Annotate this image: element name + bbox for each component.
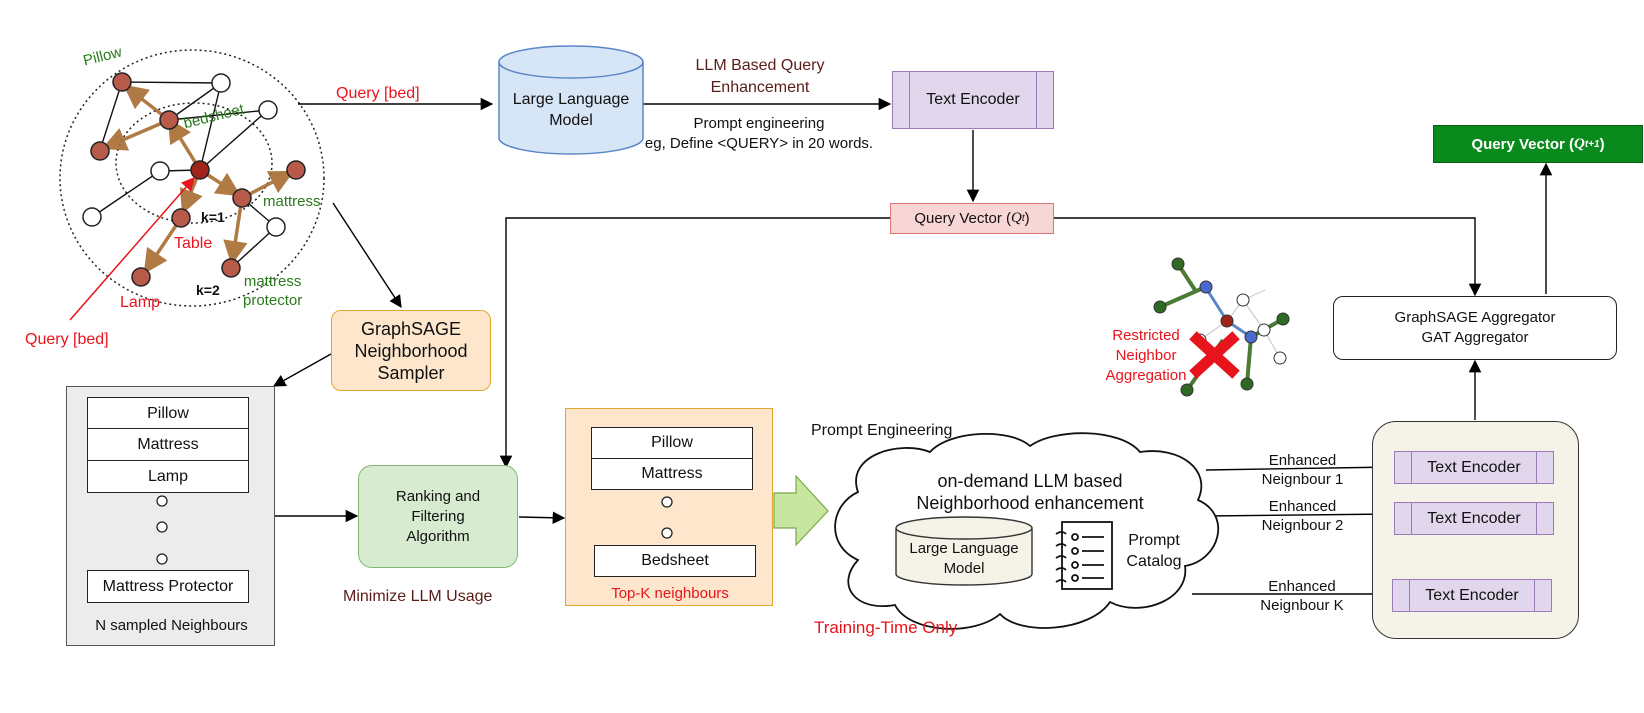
ranking-line2: Filtering	[411, 507, 465, 525]
outer-hop-ring	[59, 49, 325, 307]
topk-item-last: Bedsheet	[594, 545, 756, 577]
prompt-engineering-note: Prompt engineering eg, Define <QUERY> in…	[628, 114, 890, 154]
prompt-panel-title: Prompt Engineering	[811, 422, 953, 439]
restricted-aggregation-graph	[1153, 257, 1290, 397]
topk-item: Mattress	[591, 458, 753, 490]
llm-cylinder	[498, 45, 644, 155]
restricted-line3: Aggregation	[1105, 367, 1187, 384]
prompt-catalog-label: Prompt Catalog	[1114, 530, 1194, 572]
enh2-line1: Enhanced	[1268, 498, 1337, 515]
enh1-line2: Neignbour 1	[1261, 471, 1344, 488]
enhancement-title-line1: LLM Based Query	[695, 57, 825, 74]
ellipsis-dots	[156, 495, 168, 565]
graph-node	[131, 267, 151, 287]
connectors	[272, 97, 1553, 601]
notebook-icon	[1055, 521, 1113, 590]
text-encoder-query: Text Encoder	[892, 71, 1054, 129]
enhanced-neighbour-1-label: Enhanced Neignbour 1	[1250, 451, 1355, 489]
text-encoder-neighbour-k: Text Encoder	[1392, 579, 1552, 612]
cloud-title-line1: on-demand LLM based	[937, 471, 1123, 491]
enhancement-title-line2: Enhancement	[710, 79, 810, 96]
text-encoder-neighbour-2: Text Encoder	[1394, 502, 1554, 535]
text-encoder-neighbour-1: Text Encoder	[1394, 451, 1554, 484]
sampler-line3: Sampler	[377, 362, 445, 383]
query-vector-t1-label: Query Vector (	[1471, 135, 1574, 153]
label-lamp: Lamp	[120, 294, 161, 311]
enh2-line2: Neignbour 2	[1261, 517, 1344, 534]
graphsage-sampler: GraphSAGE Neighborhood Sampler	[331, 310, 491, 391]
ranking-line1: Ranking and	[395, 487, 481, 505]
aggregator-line2: GAT Aggregator	[1421, 329, 1529, 346]
graph-node	[266, 217, 286, 237]
cloud-title-line2: Neighborhood enhancement	[916, 493, 1144, 513]
sampled-item-last: Mattress Protector	[87, 570, 249, 603]
sampler-line1: GraphSAGE	[360, 318, 462, 339]
prompt-note-line1: Prompt engineering	[693, 115, 825, 132]
sampled-neighbours-panel: Pillow Mattress Lamp Mattress Protector …	[66, 386, 275, 646]
ranking-filtering-box: Ranking and Filtering Algorithm	[358, 465, 518, 568]
aggregator-line1: GraphSAGE Aggregator	[1394, 309, 1556, 326]
graph-node	[211, 73, 231, 93]
graph-node	[150, 161, 170, 181]
catalog-line2: Catalog	[1126, 553, 1182, 570]
catalog-line1: Prompt	[1128, 532, 1180, 549]
enhanced-neighbour-k-label: Enhanced Neignbour K	[1247, 577, 1357, 615]
restricted-line2: Neighbor	[1115, 347, 1177, 364]
label-mattress-protector: mattress protector	[243, 272, 302, 310]
graph-node-query	[190, 160, 210, 180]
ranking-caption: Minimize LLM Usage	[343, 588, 493, 605]
restricted-line1: Restricted	[1112, 327, 1180, 344]
label-mattress: mattress	[263, 193, 321, 210]
cross-mark	[1189, 331, 1240, 379]
topk-ellipsis	[661, 496, 673, 539]
enhancement-title: LLM Based Query Enhancement	[660, 55, 860, 99]
query-arrow-label: Query [bed]	[336, 85, 420, 102]
sampled-caption: N sampled Neighbours	[95, 617, 248, 634]
topk-panel: Pillow Mattress Bedsheet Top-K neighbour…	[565, 408, 773, 606]
graph-node	[171, 208, 191, 228]
neighborhood-graph	[59, 49, 325, 321]
enhanced-neighbour-2-label: Enhanced Neignbour 2	[1250, 497, 1355, 535]
sampler-line2: Neighborhood	[354, 340, 468, 361]
flow-arrow	[773, 474, 829, 547]
label-mattress-protector-line2: protector	[243, 292, 303, 309]
query-vector-t-label: Query Vector (	[914, 210, 1012, 227]
sampled-item: Lamp	[87, 460, 249, 493]
llm-label: Large Language Model	[499, 84, 643, 136]
cloud-llm-line1: Large Language	[909, 540, 1019, 557]
cloud-title: on-demand LLM based Neighborhood enhance…	[900, 470, 1160, 514]
enh1-line1: Enhanced	[1268, 452, 1337, 469]
graph-node	[159, 110, 179, 130]
ranking-line3: Algorithm	[406, 527, 470, 545]
label-k2: k=2	[196, 282, 220, 298]
graph-node	[232, 188, 252, 208]
graph-node	[90, 141, 110, 161]
graph-node	[82, 207, 102, 227]
label-mattress-protector-line1: mattress	[243, 273, 302, 290]
label-k1: k=1	[201, 209, 225, 225]
enhk-line1: Enhanced	[1268, 578, 1336, 595]
label-table: Table	[174, 235, 213, 252]
llm-label-line1: Large Language	[512, 91, 630, 108]
training-time-label: Training-Time Only	[814, 618, 958, 637]
cloud-llm-cylinder	[895, 516, 1033, 586]
graph-node	[112, 72, 132, 92]
enhk-line2: Neignbour K	[1260, 597, 1344, 614]
topk-caption: Top-K neighbours	[611, 585, 729, 602]
prompt-note-line2: eg, Define <QUERY> in 20 words.	[644, 135, 874, 152]
llm-label-line2: Model	[549, 112, 593, 129]
graph-node	[258, 100, 278, 120]
cloud-llm-line2: Model	[943, 560, 985, 577]
graph-node	[221, 258, 241, 278]
query-input-label: Query [bed]	[25, 331, 109, 348]
graph-node	[286, 160, 306, 180]
cloud-llm-label: Large Language Model	[896, 539, 1032, 579]
aggregator-box: GraphSAGE Aggregator GAT Aggregator	[1333, 296, 1617, 360]
restricted-aggregation-label: Restricted Neighbor Aggregation	[1096, 326, 1196, 386]
